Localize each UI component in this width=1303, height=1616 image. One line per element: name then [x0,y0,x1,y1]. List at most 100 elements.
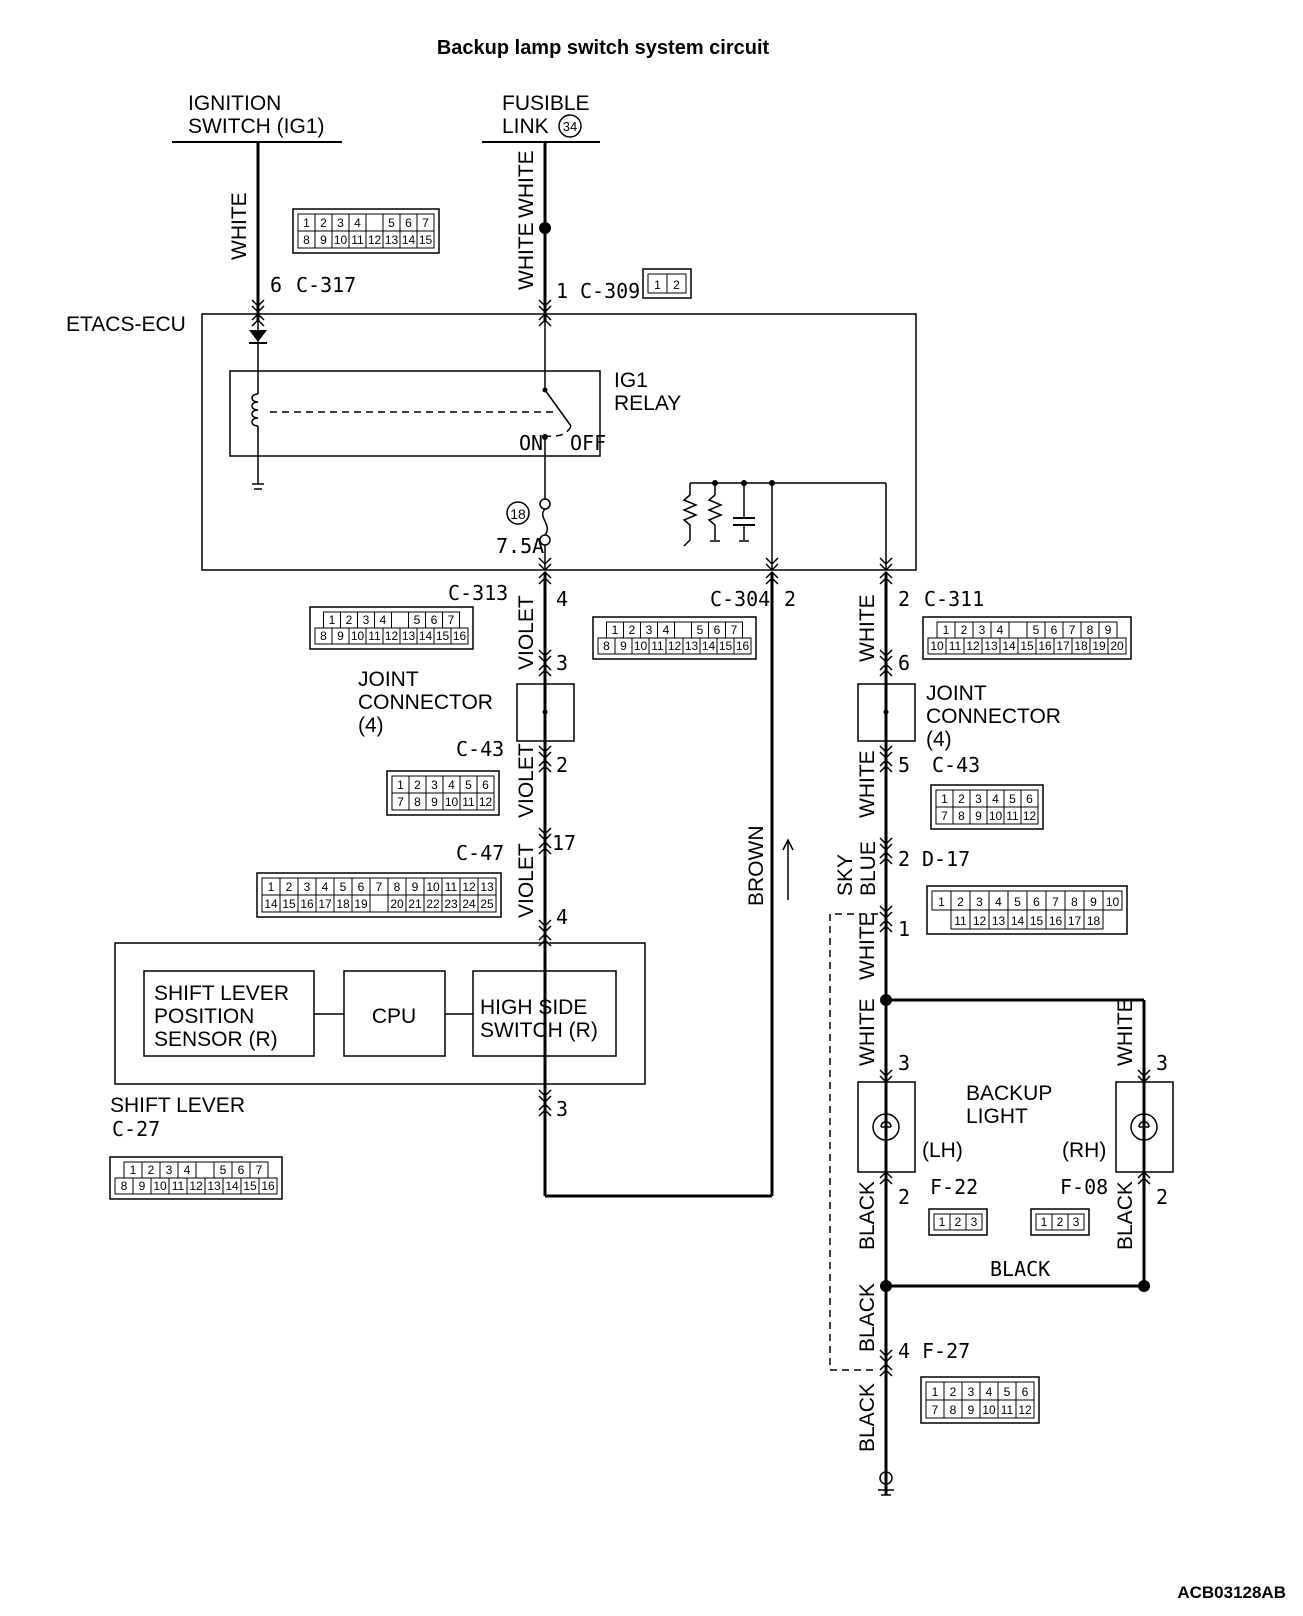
diode-icon [249,330,267,342]
jc-right-label-2: CONNECTOR [926,705,1061,728]
connector-pin-label: 10 [989,809,1003,823]
connector-pin-label: 12 [479,795,493,809]
connector-pin-label: 23 [444,897,458,911]
connector-pin-label: 9 [620,639,627,653]
c47-pin-bottom: 4 [556,905,568,929]
f27-label: F-27 [922,1339,970,1363]
connector-pin-label: 7 [932,1403,939,1417]
jc-right-label-1: JOINT [926,682,987,705]
connector-pin-label: 3 [968,1385,975,1399]
connector-pin-label: 9 [975,809,982,823]
connector-pin-label: 16 [736,639,750,653]
connector-pin-label: 3 [304,880,311,894]
d17-pin-bottom: 1 [898,917,910,941]
ignition-label-2: SWITCH (IG1) [188,115,325,138]
c313-label: C-313 [448,581,508,605]
connector-pin-label: 1 [329,613,336,627]
wire-label-violet-1: VIOLET [515,595,538,670]
wire-label-black-horizontal: BLACK [990,1257,1050,1281]
connector-pin-label: 4 [322,880,329,894]
connector-pin-label: 3 [979,623,986,637]
jc-left-label-3: (4) [358,714,384,737]
connector-pin-label: 6 [1051,623,1058,637]
connector-pin-label: 3 [646,623,653,637]
wire-label-black-4: BLACK [856,1383,879,1452]
svg-text:WHITE: WHITE [856,912,879,980]
connector-pin-label: 5 [465,778,472,792]
wire-label-black-1: BLACK [856,1181,879,1250]
connector-pin-label: 15 [1030,914,1044,928]
connector-pin-label: 13 [402,629,416,643]
connector-pin-label: 11 [1006,809,1019,823]
connector-pin-label: 14 [225,1179,239,1193]
connector-pin-label: 7 [448,613,455,627]
connector-pin-label: 5 [1014,895,1021,909]
connector-pin-label: 6 [482,778,489,792]
connector-pin-label: 11 [368,629,381,643]
connector-pin-label: 10 [153,1179,167,1193]
connector-pin-label: 8 [950,1403,957,1417]
connector-pin-label: 6 [714,623,721,637]
connector-pin-label: 8 [303,233,310,247]
connector-pin-label: 5 [414,613,421,627]
connector-pin-label: 22 [426,897,440,911]
connector-pin-label: 9 [968,1403,975,1417]
fusible-label-2: LINK [502,115,549,138]
connector-pin-label: 6 [1022,1385,1029,1399]
connector-pin-label: 14 [419,629,433,643]
connector-pin-label: 2 [1057,1215,1064,1229]
connector-pin-label: 14 [1002,639,1016,653]
svg-text:VIOLET: VIOLET [515,743,538,818]
connector-pin-label: 9 [139,1179,146,1193]
connector-pin-label: 13 [385,233,399,247]
current-arrow-icon [782,838,794,900]
wire-label-black-2: BLACK [1114,1181,1137,1250]
wire-label-white-r3: WHITE [856,912,879,980]
connector-pin-label: 6 [1033,895,1040,909]
connector-pin-label: 4 [995,895,1002,909]
connector-pin-label: 1 [303,216,310,230]
fuse-icon [542,508,548,536]
jc-right-pin-top: 6 [898,651,910,675]
connector-pin-label: 3 [1073,1215,1080,1229]
lamp-rh-pin-bottom: 2 [1156,1185,1168,1209]
ecu-label: ETACS-ECU [66,313,186,336]
connector-pin-label: 24 [462,897,476,911]
wire-label-white-fusible-2: WHITE [515,222,538,290]
shield-dashed-line [829,913,878,1371]
connector-pin-label: 10 [1106,895,1120,909]
wire-label-white-r5: WHITE [1114,998,1137,1066]
backup-light-label-2: LIGHT [966,1105,1028,1128]
c304-pin: 2 [784,587,796,611]
etacs-ecu: ETACS-ECU ON OFF IG1 RELAY 18 7.5A [66,313,917,571]
connector-pin-label: 13 [207,1179,221,1193]
connector-pin-label: 3 [976,895,983,909]
f27-pin: 4 [898,1339,910,1363]
connector-pin-label: 15 [1020,639,1034,653]
resistor-2-icon [707,494,723,540]
connector-pin-label: 7 [941,809,948,823]
switch-label-1: HIGH SIDE [480,996,587,1019]
fuse-number-circle [506,501,530,525]
connector-pin-label: 2 [961,623,968,637]
ignition-label-1: IGNITION [188,92,281,115]
connector-pin-label: 1 [939,1215,946,1229]
connector-pin-label: 17 [1056,639,1070,653]
connector-pin-label: 15 [719,639,733,653]
fusible-number: 34 [563,119,577,134]
svg-text:SKY: SKY [834,854,857,896]
connector-pin-label: 6 [1026,792,1033,806]
connector-pin-label: 4 [997,623,1004,637]
connector-pin-label: 10 [426,880,440,894]
wire-label-white-fusible-1: WHITE [515,150,538,218]
connector-pin-label: 5 [697,623,704,637]
lamp-rh-pin-top: 3 [1156,1051,1168,1075]
svg-text:WHITE: WHITE [856,594,879,662]
cpu-label: CPU [372,1005,416,1028]
connector-pin-label: 15 [419,233,433,247]
ignition-switch-source: IGNITION SWITCH (IG1) [172,92,342,143]
